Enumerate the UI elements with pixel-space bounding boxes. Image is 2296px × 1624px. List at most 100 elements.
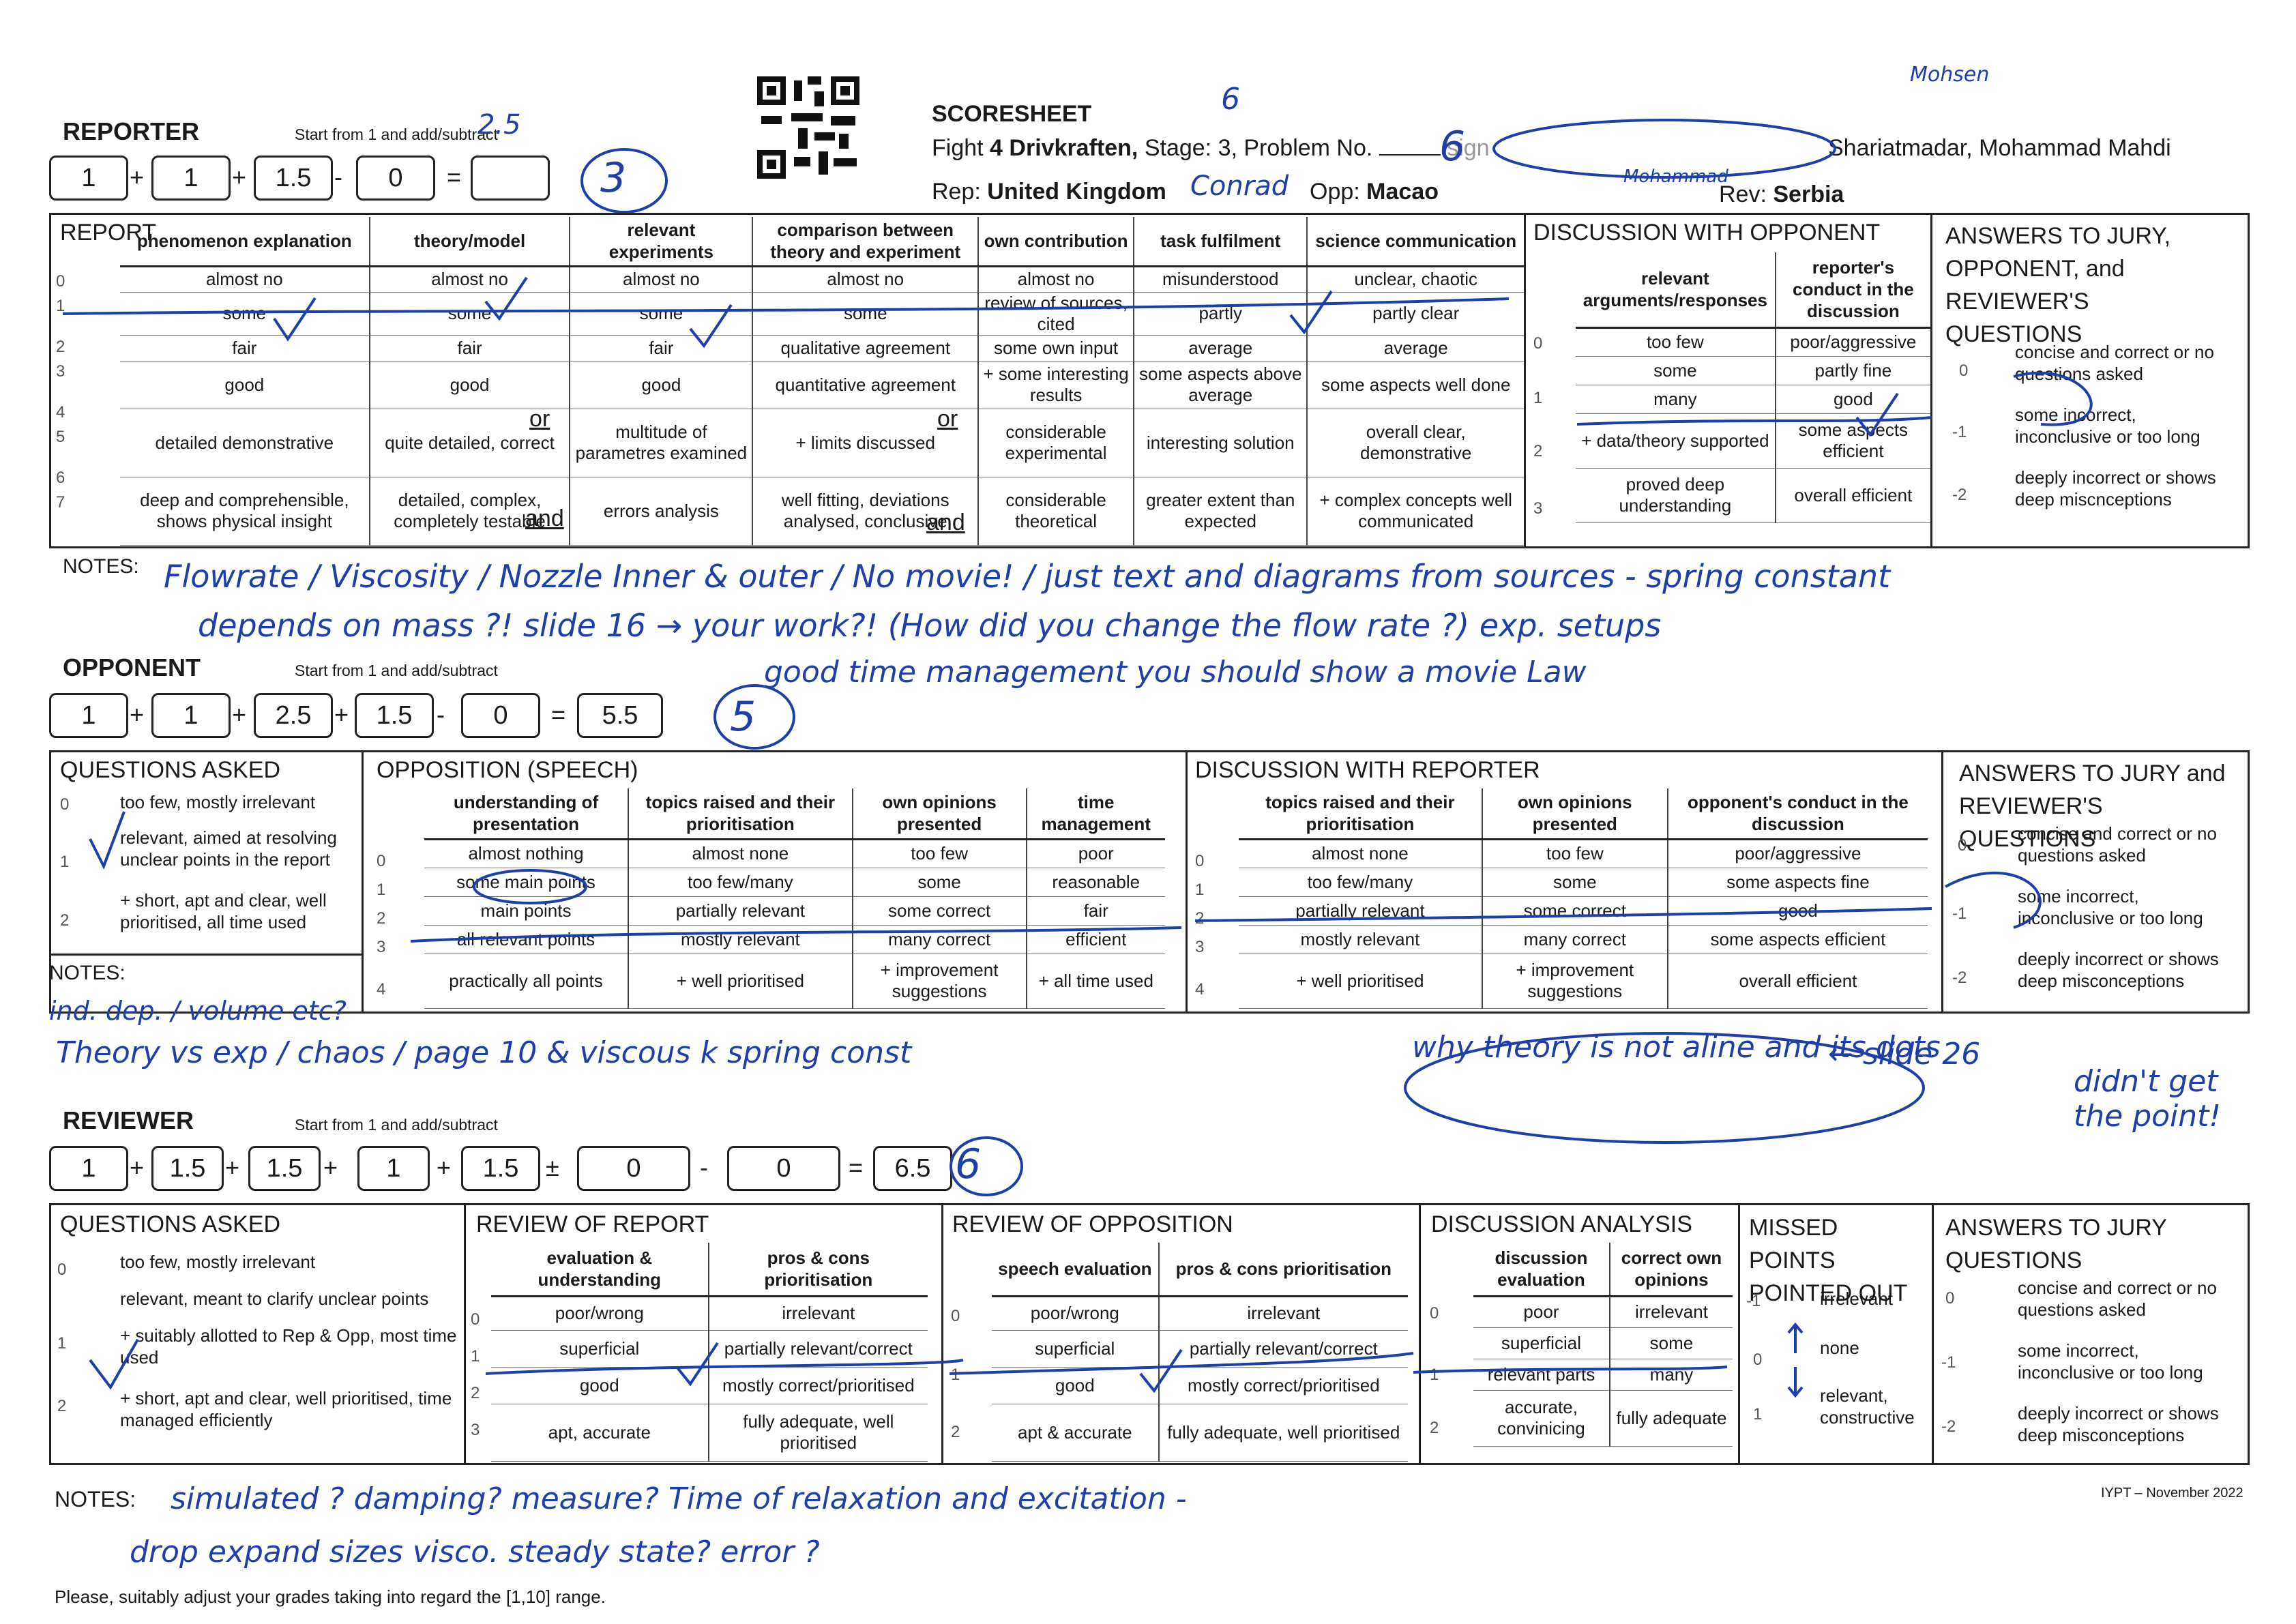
answer-option[interactable]: deeply incorrect or shows deep misconcep…: [2018, 949, 2219, 991]
side-note-oval: [1404, 1032, 1925, 1144]
hand-problem-no: 6: [1439, 123, 1466, 171]
rev-missed-title: MISSED POINTS POINTED OUT: [1749, 1215, 1908, 1306]
fight-line: Fight 4 Drivkraften, Stage: 3, Problem N…: [932, 135, 1490, 161]
missed-option[interactable]: irrelevant: [1820, 1288, 1893, 1309]
reporter-box-1[interactable]: 1: [151, 156, 231, 201]
scale: -1: [1952, 423, 1967, 441]
question-option[interactable]: relevant, meant to clarify unclear point…: [120, 1288, 429, 1309]
answer-option[interactable]: concise and correct or no questions aske…: [2018, 823, 2217, 866]
rev-answers-title: ANSWERS TO JURY QUESTIONS: [1945, 1215, 2167, 1273]
reporter-box-result[interactable]: [471, 156, 550, 201]
scale: 0: [1533, 334, 1543, 353]
signature-oval: [1492, 119, 1836, 179]
scale: 1: [1753, 1405, 1763, 1423]
op: -: [334, 163, 342, 191]
reporter-box-2[interactable]: 1.5: [254, 156, 333, 201]
reviewer-box-3[interactable]: 1: [357, 1146, 430, 1191]
op: +: [334, 700, 349, 728]
opponent-box-4[interactable]: 0: [461, 693, 540, 738]
reviewer-box-4[interactable]: 1.5: [461, 1146, 540, 1191]
scale: 0: [1958, 836, 1967, 855]
reviewer-title: REVIEWER: [63, 1106, 194, 1134]
reporter-box-base[interactable]: 1: [49, 156, 128, 201]
opponent-box-result[interactable]: 5.5: [577, 693, 663, 738]
scale: 2: [1533, 442, 1543, 460]
footer-version: IYPT – November 2022: [2101, 1486, 2243, 1501]
opponent-box-3[interactable]: 1.5: [355, 693, 434, 738]
op: =: [447, 163, 462, 191]
question-option[interactable]: + suitably allotted to Rep & Opp, most t…: [120, 1325, 457, 1368]
reporter-panel: [49, 213, 2250, 548]
final-circle: [713, 684, 795, 750]
and-word: and: [926, 510, 965, 535]
reporter-box-3[interactable]: 0: [356, 156, 435, 201]
answer-option[interactable]: some incorrect, inconclusive or too long: [2015, 404, 2201, 447]
answer-option[interactable]: deeply incorrect or shows deep miscncept…: [2015, 467, 2216, 510]
op: +: [130, 1153, 145, 1181]
reviewer-box-base[interactable]: 1: [49, 1146, 128, 1191]
or-word: or: [937, 406, 958, 432]
question-option[interactable]: too few, mostly irrelevant: [120, 792, 316, 812]
question-option[interactable]: too few, mostly irrelevant: [120, 1252, 316, 1272]
scale: 2: [60, 911, 70, 930]
scale: 0: [951, 1307, 960, 1325]
scale: 1: [1533, 389, 1543, 407]
question-option[interactable]: + short, apt and clear, well prioritised…: [120, 890, 327, 932]
reporter-hint: Start from 1 and add/subtract: [295, 126, 498, 143]
answer-option[interactable]: some incorrect, inconclusive or too long: [2018, 1340, 2203, 1383]
op: +: [232, 700, 247, 728]
reviewer-box-result[interactable]: 6.5: [873, 1146, 952, 1191]
opp-line: Opp: Macao: [1310, 179, 1439, 205]
op: +: [437, 1153, 452, 1181]
answer-option[interactable]: concise and correct or no questions aske…: [2018, 1278, 2217, 1320]
reporter-note-line: depends on mass ?! slide 16 → your work?…: [198, 607, 1662, 644]
opponent-box-1[interactable]: 1: [151, 693, 231, 738]
answer-option[interactable]: deeply incorrect or shows deep misconcep…: [2018, 1403, 2219, 1445]
reviewer-ink-marks: [89, 1322, 1804, 1398]
scale: 0: [60, 795, 70, 814]
reporter-note-line: good time management you should show a m…: [764, 655, 1587, 690]
missed-option[interactable]: none: [1820, 1338, 1859, 1358]
reporter-ink-marks: [62, 276, 2093, 437]
rep-line: Rep: United Kingdom: [932, 179, 1166, 205]
opp-note-line: Theory vs exp / chaos / page 10 & viscou…: [56, 1035, 912, 1070]
missed-option[interactable]: relevant, constructive: [1820, 1385, 1915, 1428]
reviewer-box-2[interactable]: 1.5: [248, 1146, 321, 1191]
reviewer-panel: [49, 1203, 2250, 1465]
rev-report-title: REVIEW OF REPORT: [476, 1211, 709, 1237]
reviewer-box-6[interactable]: 0: [727, 1146, 840, 1191]
opponent-box-2[interactable]: 2.5: [254, 693, 333, 738]
question-option[interactable]: + short, apt and clear, well prioritised…: [120, 1388, 452, 1430]
op: -: [437, 700, 445, 728]
divider: [1941, 750, 1943, 1014]
scale: 2: [1430, 1419, 1439, 1437]
question-option[interactable]: relevant, aimed at resolving unclear poi…: [120, 827, 337, 870]
reporter-note-line: Flowrate / Viscosity / Nozzle Inner & ou…: [164, 558, 1891, 595]
opponent-title: OPPONENT: [63, 653, 201, 681]
divider: [1738, 1203, 1740, 1465]
hand-rep-name: Conrad: [1190, 171, 1289, 202]
op: +: [130, 700, 145, 728]
opp-note-line: ind. dep. / volume etc?: [49, 996, 347, 1026]
reporter-notes-label: NOTES:: [63, 555, 139, 578]
reporter-disc-title: DISCUSSION WITH OPPONENT: [1533, 220, 1881, 246]
answer-option[interactable]: some incorrect, inconclusive or too long: [2018, 886, 2203, 928]
final-circle: [950, 1136, 1023, 1196]
rev-note-line: drop expand sizes visco. steady state? e…: [130, 1535, 820, 1569]
reviewer-box-1[interactable]: 1.5: [151, 1146, 224, 1191]
answer-option[interactable]: concise and correct or no questions aske…: [2015, 342, 2214, 384]
rev-line: Rev: Serbia: [1719, 181, 1844, 207]
hand-corner-scribble: Mohsen: [1910, 63, 1990, 87]
op: +: [225, 1153, 240, 1181]
opponent-box-base[interactable]: 1: [49, 693, 128, 738]
reviewer-box-5[interactable]: 0: [577, 1146, 690, 1191]
opponent-panel: [49, 750, 2250, 1014]
hand-reporter-final: 3: [600, 154, 627, 202]
